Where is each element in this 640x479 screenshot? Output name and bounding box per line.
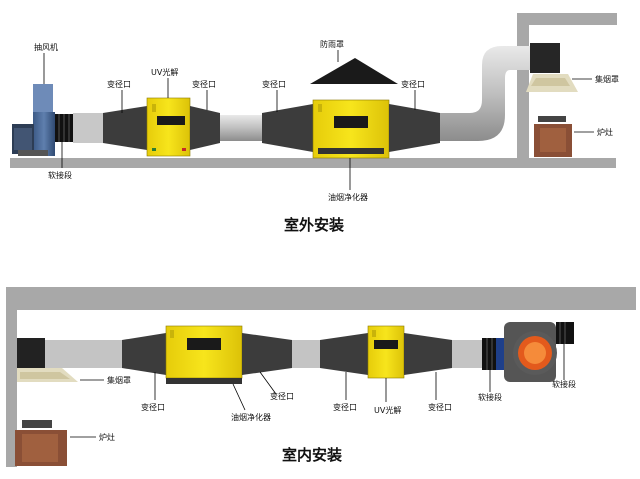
label-indoor-stove: 炉灶 <box>99 432 115 442</box>
watermark-account: 蔚顿油烟净化设备 <box>473 452 585 469</box>
outdoor-section: 抽风机 变径口 UV光解 变径口 防雨罩 变径口 变径口 集烟罩 炉灶 软接段 … <box>10 13 619 234</box>
label-indoor-reducer-2: 变径口 <box>270 391 294 401</box>
outdoor-title: 室外安装 <box>284 216 345 234</box>
label-outdoor-reducer-1: 变径口 <box>107 79 131 89</box>
label-indoor-purifier: 油烟净化器 <box>231 412 271 422</box>
indoor-duct-a <box>45 340 122 368</box>
label-outdoor-purifier: 油烟净化器 <box>328 192 368 202</box>
indoor-reducer-4 <box>404 333 452 375</box>
outdoor-duct-b <box>220 115 262 141</box>
label-outdoor-reducer-2: 变径口 <box>192 79 216 89</box>
label-outdoor-fan: 抽风机 <box>34 42 58 52</box>
outdoor-labels: 抽风机 变径口 UV光解 变径口 防雨罩 变径口 变径口 集烟罩 炉灶 软接段 … <box>34 39 619 202</box>
outdoor-purifier <box>312 99 390 159</box>
label-outdoor-reducer-3: 变径口 <box>262 79 286 89</box>
label-indoor-soft-joint: 软接段 <box>478 392 502 402</box>
watermark-platform: 网易号 <box>404 453 446 469</box>
indoor-purifier <box>165 325 243 384</box>
watermark: 网易号 | 蔚顿油烟净化设备 <box>404 452 585 469</box>
outdoor-reducer-3 <box>262 104 313 152</box>
outdoor-reducer-4 <box>389 104 440 152</box>
indoor-soft-joint <box>482 338 504 370</box>
exhaust-fan <box>12 84 55 156</box>
label-indoor-reducer-3: 变径口 <box>333 402 357 412</box>
indoor-left-wall <box>6 287 17 467</box>
outdoor-top-beam <box>517 13 617 25</box>
outdoor-roof-slab <box>10 158 616 168</box>
outdoor-hood <box>526 43 578 92</box>
indoor-uv-unit <box>367 325 405 379</box>
label-indoor-hood: 集烟罩 <box>107 375 131 385</box>
outdoor-uv-unit <box>146 97 191 157</box>
outdoor-soft-joint <box>55 114 73 142</box>
outdoor-reducer-2 <box>190 106 220 150</box>
indoor-labels: 集烟罩 变径口 油烟净化器 变径口 变径口 UV光解 变径口 软接段 软接段 炉… <box>70 344 576 442</box>
watermark-separator: | <box>462 453 467 469</box>
label-outdoor-hood: 集烟罩 <box>595 74 619 84</box>
indoor-stove <box>15 420 67 466</box>
label-outdoor-uv: UV光解 <box>151 67 178 77</box>
indoor-title: 室内安装 <box>282 446 343 464</box>
label-indoor-reducer-1: 变径口 <box>141 402 165 412</box>
indoor-duct-c <box>452 340 482 368</box>
outdoor-duct-a <box>73 113 103 143</box>
label-indoor-soft-joint-2: 软接段 <box>552 379 576 389</box>
outdoor-stove <box>534 116 572 157</box>
indoor-ceiling <box>6 287 636 310</box>
indoor-reducer-3 <box>320 333 368 375</box>
label-rain-cover: 防雨罩 <box>320 39 344 49</box>
outdoor-elbow-pipe <box>440 46 532 141</box>
label-indoor-reducer-4: 变径口 <box>428 402 452 412</box>
outdoor-right-wall <box>517 13 529 159</box>
indoor-hood <box>17 338 78 382</box>
label-outdoor-stove: 炉灶 <box>597 127 613 137</box>
indoor-section: 集烟罩 变径口 油烟净化器 变径口 变径口 UV光解 变径口 软接段 软接段 炉… <box>6 287 636 467</box>
indoor-duct-b <box>292 340 320 368</box>
label-outdoor-reducer-4: 变径口 <box>401 79 425 89</box>
label-indoor-uv: UV光解 <box>374 405 401 415</box>
outdoor-reducer-1 <box>103 106 147 150</box>
rain-cover <box>310 58 398 84</box>
indoor-reducer-2 <box>242 333 292 375</box>
indoor-reducer-1 <box>122 333 166 375</box>
label-outdoor-soft-joint: 软接段 <box>48 170 72 180</box>
indoor-fan <box>504 322 574 382</box>
